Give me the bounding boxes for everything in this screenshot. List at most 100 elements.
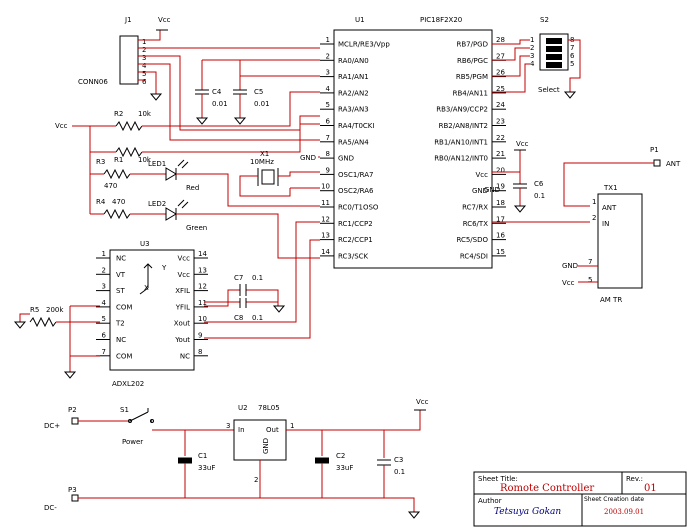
resistor-r4	[103, 208, 131, 220]
c5-ref: C5	[254, 88, 263, 96]
u1-pin-num-20: 20	[496, 166, 505, 174]
led1-color: Red	[186, 184, 199, 192]
u2-num-in: 3	[226, 422, 230, 430]
u1-right-pins: 28RB7/PGD27RB6/PGC26RB5/PGM25RB4/AN1124R…	[434, 36, 506, 260]
u2-pin-in: In	[238, 426, 245, 434]
u1-pin-name-23: RB2/AN8/INT2	[439, 122, 488, 130]
u1-pin-num-1: 1	[326, 36, 330, 44]
u3-pin-name-3: ST	[116, 287, 125, 295]
s2-pin-1: 1	[530, 36, 534, 44]
u1-part: PIC18F2X20	[420, 16, 462, 24]
gnd-label-u1: GND	[300, 154, 316, 162]
u3-axis-x: X	[144, 284, 149, 292]
gnd-c4	[195, 117, 209, 125]
u1-ref: U1	[355, 16, 365, 24]
c8-ref: C8	[234, 314, 243, 322]
u1-pin-name-3: RA1/AN1	[338, 73, 369, 81]
u1-pin-num-11: 11	[321, 199, 330, 207]
terminal-p1	[653, 159, 661, 167]
u1-pin-num-18: 18	[496, 199, 505, 207]
c2-value: 33uF	[336, 464, 353, 472]
title-block-frame	[473, 471, 687, 527]
u1-pin-num-27: 27	[496, 52, 505, 60]
u3-axis-y: Y	[161, 264, 167, 272]
led1-ref: LED1	[148, 160, 166, 168]
s2-pin-4: 4	[530, 60, 535, 68]
u3-pin-name-7: COM	[116, 352, 132, 360]
u3-pin-num-11: 11	[198, 299, 207, 307]
u2-part: 78L05	[258, 404, 280, 412]
j1-pin-1: 1	[142, 38, 146, 46]
u1-pin-name-27: RB6/PGC	[457, 57, 488, 65]
s1-contact-b	[150, 419, 154, 423]
title-block-dividers	[474, 472, 686, 526]
u1-pin-num-8: 8	[326, 150, 330, 158]
s2-switch-2	[546, 46, 562, 52]
led1-rays	[177, 159, 189, 169]
wire-xout	[204, 221, 320, 323]
u3-pin-name-14: Vcc	[178, 255, 191, 263]
cap-c2-fill	[315, 458, 329, 463]
u1-pin-name-10: OSC2/RA6	[338, 187, 374, 195]
j1-body	[119, 35, 139, 85]
p3-ref: P3	[68, 486, 77, 494]
c6-value: 0.1	[534, 192, 545, 200]
u1-pin-name-5: RA3/AN3	[338, 106, 369, 114]
u1-pin-num-23: 23	[496, 118, 505, 126]
u2-num-out: 1	[290, 422, 294, 430]
u1-pin-num-3: 3	[326, 69, 330, 77]
s1-ref: S1	[120, 406, 129, 414]
led2-rays	[177, 199, 189, 209]
gnd-j1	[149, 93, 163, 101]
s1-contact-a	[128, 419, 132, 423]
u1-pin-name-21: RB0/AN12/INT0	[434, 155, 488, 163]
u1-pin-num-19: 19	[496, 183, 505, 191]
c8-value: 0.1	[252, 314, 263, 322]
author-label: Author	[478, 497, 502, 505]
wire-u3-com	[69, 305, 100, 372]
u1-pin-num-9: 9	[326, 166, 330, 174]
led2-symbol	[165, 207, 177, 221]
u1-pin-num-24: 24	[496, 101, 505, 109]
cap-c6	[513, 183, 527, 189]
x1-ref: X1	[260, 150, 269, 158]
wire-x1-osc1	[278, 171, 320, 177]
u1-pin-num-25: 25	[496, 85, 505, 93]
j1-pin-6: 6	[142, 78, 147, 86]
s2-pin-2: 2	[530, 44, 534, 52]
r5-ref: R5	[30, 306, 39, 314]
x1-value: 10MHz	[250, 158, 274, 166]
c7-value: 0.1	[252, 274, 263, 282]
u1-pin-name-18: RC7/RX	[462, 204, 488, 212]
c1-value: 33uF	[198, 464, 215, 472]
u1-pin-name-16: RC5/SDO	[456, 236, 488, 244]
r3-ref: R3	[96, 158, 105, 166]
gnd-u3-c	[272, 305, 286, 313]
u1-left-pins: 1MCLR/RE3/Vpp2RA0/AN03RA1/AN14RA2/AN25RA…	[320, 36, 390, 260]
u3-pin-num-10: 10	[198, 315, 207, 323]
u1-pin-name-13: RC2/CCP1	[338, 236, 373, 244]
cap-c8	[239, 298, 247, 308]
vcc-label-psu: Vcc	[416, 398, 429, 406]
u3-pin-name-2: VT	[116, 271, 126, 279]
p1-label: ANT	[666, 160, 681, 168]
sheet-title: Romote Controller	[500, 483, 594, 494]
wire-j1-vcc	[138, 30, 161, 41]
u1-pin-num-2: 2	[326, 52, 330, 60]
gnd-r5	[13, 321, 27, 329]
wire-j1-4	[138, 63, 320, 141]
wire-r1-ra4	[142, 123, 320, 153]
s2-name: Select	[538, 86, 560, 94]
wire-yout	[204, 239, 320, 339]
u1-pin-num-13: 13	[321, 232, 330, 240]
u1-pin-num-6: 6	[326, 118, 331, 126]
u1-pin-name-1: MCLR/RE3/Vpp	[338, 41, 390, 49]
wire-led2-rc3	[176, 213, 320, 259]
u1-pin-num-21: 21	[496, 150, 505, 158]
u1-pin-name-8: GND	[338, 155, 354, 163]
tx1-ref: TX1	[603, 184, 618, 192]
j1-ref: J1	[124, 16, 132, 24]
s2-pin-3: 3	[530, 52, 534, 60]
u3-pin-name-4: COM	[116, 303, 132, 311]
